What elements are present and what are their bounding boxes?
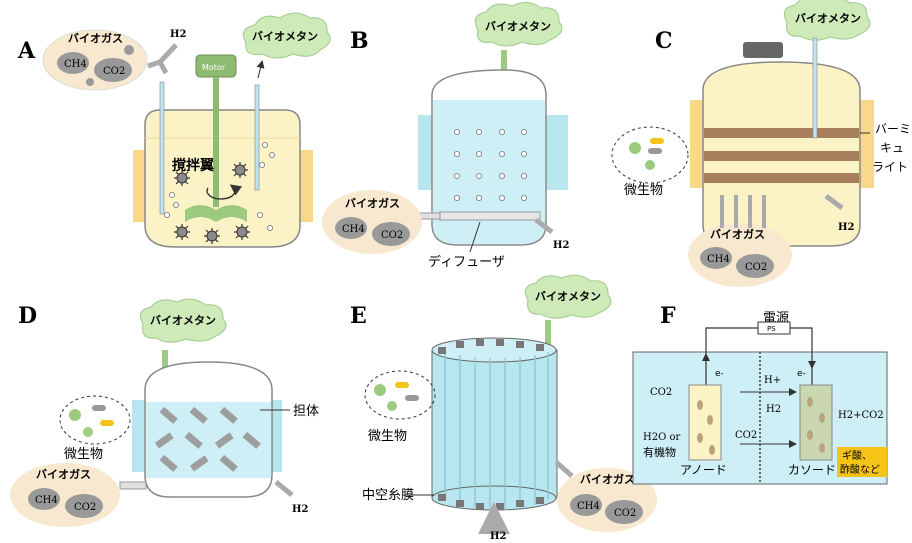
lid-c <box>743 42 783 58</box>
panel-e-letter: E <box>350 303 367 329</box>
vermiculite-layer-1 <box>704 128 859 138</box>
ch4-ball-a <box>57 52 89 74</box>
formic-f: ギ酸、 <box>842 449 872 462</box>
panel-b: B バイオメタン バイオガス CH4 CO2 ディフューザ H2 <box>322 2 569 270</box>
biogas-label-b: バイオガス <box>345 196 400 210</box>
stirrer-shaft-a <box>213 77 219 207</box>
co2-label-a: CO2 <box>103 66 125 77</box>
microbe-zoom-d <box>59 395 131 445</box>
microbe-a-4 <box>203 227 221 245</box>
methane-cloud-b <box>474 2 563 47</box>
stirrer-blade-a <box>185 205 247 222</box>
hollow-fiber-module-e <box>431 349 558 499</box>
h2-label-a: H2 <box>170 29 186 40</box>
co2-ball-a <box>94 58 132 82</box>
methane-cloud-a <box>243 12 331 59</box>
e-minus-anode-f: e- <box>715 369 724 379</box>
motor-label-a: Motor <box>202 63 226 72</box>
diffuser-label-b: ディフューザ <box>428 254 505 270</box>
microbe-a-2 <box>231 161 249 179</box>
h-plus-f: H+ <box>764 375 781 386</box>
co2-label-e: CO2 <box>614 508 636 519</box>
carriers-d <box>154 406 261 472</box>
h2-f: H2 <box>766 404 781 415</box>
methane-label-e: バイオメタン <box>535 290 601 303</box>
biogas-label-a: バイオガス <box>68 31 123 45</box>
stirrer-label-a: 撹拌翼 <box>172 157 214 174</box>
cathode-f <box>799 384 833 461</box>
vermiculite-layer-2 <box>704 151 859 161</box>
biogas-label-e: バイオガス <box>580 472 635 486</box>
microbes-label-c: 微生物 <box>624 183 663 198</box>
anode-f <box>688 384 722 461</box>
organic-f: 有機物 <box>643 445 676 459</box>
vermiculite-label-3: ライト <box>872 160 908 174</box>
ch4-label-a: CH4 <box>64 59 87 70</box>
panel-f: F 電源 PS e- e- CO2 H2O or 有機物 アノード H+ H2 … <box>632 303 888 485</box>
h2-label-b: H2 <box>553 240 569 251</box>
h2o-or-f: H2O or <box>643 432 680 443</box>
reactor-vessel-a <box>144 109 301 248</box>
co2-label-b: CO2 <box>381 230 403 241</box>
co2-cathode-f: CO2 <box>735 430 757 441</box>
cathode-label-f: カソード <box>788 463 836 477</box>
methane-cloud-e <box>524 274 612 319</box>
fibers-e <box>444 352 549 510</box>
ch4-label-e: CH4 <box>577 501 600 512</box>
panel-c-letter: C <box>655 28 673 54</box>
acetic-f: 酢酸など <box>840 463 880 476</box>
methane-cloud-c <box>783 0 871 41</box>
panel-b-letter: B <box>350 28 369 54</box>
panel-a-letter: A <box>17 38 36 64</box>
power-supply-f <box>757 321 791 335</box>
panel-c: C バイオメタン バーミ キュ ライト 微生物 バイオガス CH4 CO2 H2 <box>611 0 911 287</box>
microbe-a-1 <box>173 169 191 187</box>
methane-label-b: バイオメタン <box>485 20 551 33</box>
microbe-zoom-e <box>364 370 436 420</box>
methane-label-a: バイオメタン <box>252 30 318 43</box>
panel-e: E バイオメタン 微生物 中空糸膜 H2 バイオガス CH4 CO2 <box>350 274 657 542</box>
biogas-label-d: バイオガス <box>36 467 91 481</box>
ch4-label-c: CH4 <box>707 254 730 265</box>
vermiculite-label-1: バーミ <box>875 122 911 136</box>
h2-label-d: H2 <box>292 504 308 515</box>
co2-anode-f: CO2 <box>650 387 672 398</box>
ch4-label-b: CH4 <box>342 224 365 235</box>
microbes-label-d: 微生物 <box>64 447 103 462</box>
h2-label-e: H2 <box>490 531 506 539</box>
h2-label-c: H2 <box>838 222 854 233</box>
microbe-a-5 <box>233 223 251 241</box>
ps-label-f: PS <box>767 325 776 333</box>
vermiculite-layer-3 <box>704 173 859 183</box>
ch4-label-d: CH4 <box>35 495 58 506</box>
anode-label-f: アノード <box>680 463 727 477</box>
co2-label-d: CO2 <box>74 502 96 513</box>
e-minus-cathode-f: e- <box>797 369 806 379</box>
methane-cloud-d <box>139 298 227 343</box>
hollow-fiber-label-e: 中空糸膜 <box>362 488 414 503</box>
panel-d: D バイオメタン 担体 微生物 バイオガス CH4 CO2 H2 <box>10 298 319 527</box>
h2-co2-f: H2+CO2 <box>838 410 884 421</box>
methane-label-d: バイオメタン <box>150 314 216 327</box>
biogas-label-c: バイオガス <box>710 227 765 241</box>
panel-a: A バイオガス CH4 CO2 H2 Motor 撹拌翼 バイオメタン <box>17 12 331 248</box>
microbe-a-3 <box>173 223 191 241</box>
diffuser-b <box>439 211 541 221</box>
methane-label-c: バイオメタン <box>795 12 861 25</box>
h2-inlet-arrow-a <box>147 43 178 75</box>
carrier-label-d: 担体 <box>293 404 319 419</box>
microbe-zoom-c <box>611 126 689 184</box>
panel-d-letter: D <box>18 303 37 329</box>
microbes-label-e: 微生物 <box>368 429 407 444</box>
vermiculite-label-2: キュ <box>880 141 904 155</box>
panel-f-letter: F <box>660 303 676 329</box>
products-box-f <box>837 447 887 477</box>
co2-label-c: CO2 <box>745 262 767 273</box>
